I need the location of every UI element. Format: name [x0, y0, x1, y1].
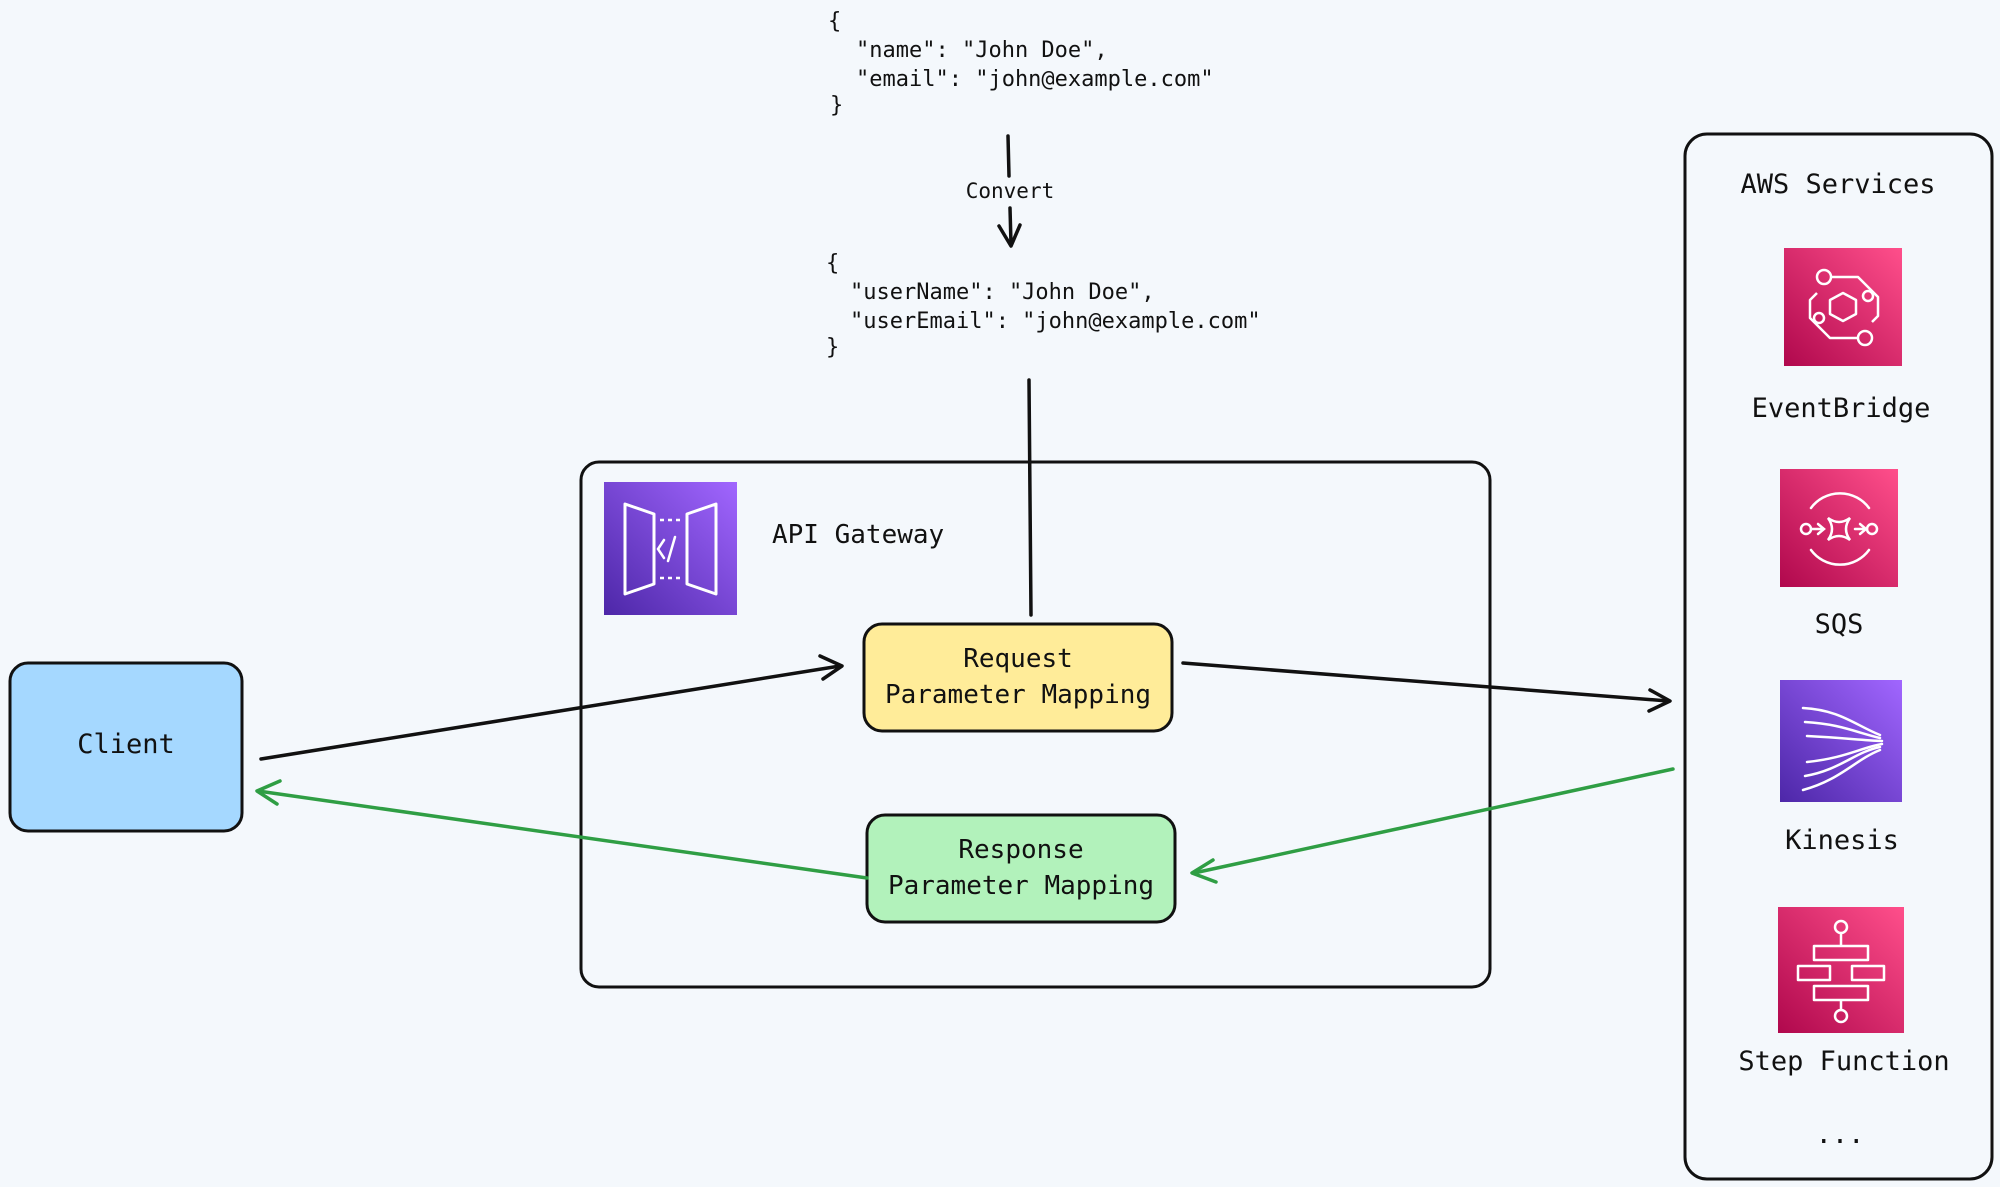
- eventbridge-icon: [1784, 248, 1902, 366]
- step-function-icon: [1778, 907, 1904, 1033]
- step-function-label: Step Function: [1738, 1046, 1949, 1077]
- api-gateway-container: API Gateway: [579, 460, 1492, 989]
- response-mapping-line2: Parameter Mapping: [888, 871, 1154, 901]
- response-mapping-node: Response Parameter Mapping: [865, 813, 1177, 924]
- convert-label: Convert: [966, 179, 1055, 203]
- aws-services-title: AWS Services: [1740, 169, 1935, 200]
- api-gateway-label: API Gateway: [772, 520, 944, 550]
- json-after-block: { "userName": "John Doe", "userEmail": "…: [826, 251, 1261, 360]
- request-mapping-line2: Parameter Mapping: [885, 680, 1151, 710]
- response-mapping-line1: Response: [958, 835, 1083, 865]
- aws-to-response-arrow: [1190, 767, 1675, 884]
- kinesis-icon: [1780, 680, 1902, 802]
- request-mapping-line1: Request: [963, 644, 1073, 674]
- aws-services-ellipsis: ...: [1816, 1119, 1865, 1150]
- client-node: Client: [8, 661, 244, 833]
- request-mapping-node: Request Parameter Mapping: [862, 622, 1174, 733]
- client-label: Client: [77, 729, 175, 760]
- kinesis-label: Kinesis: [1785, 825, 1899, 856]
- json-before-line2: "email": "john@example.com": [856, 67, 1214, 92]
- sqs-label: SQS: [1815, 609, 1864, 640]
- client-to-request-arrow: [259, 654, 844, 761]
- json-before-line1: "name": "John Doe",: [856, 38, 1108, 63]
- convert-arrow: Convert: [966, 134, 1055, 248]
- json-after-open: {: [826, 251, 839, 276]
- json-after-line2: "userEmail": "john@example.com": [850, 309, 1261, 334]
- aws-services-container: AWS Services EventBridge: [1683, 132, 1994, 1181]
- api-gateway-icon: [604, 482, 737, 615]
- response-to-client-arrow: [255, 779, 869, 880]
- json-to-request-connector: [1027, 378, 1033, 617]
- json-before-open: {: [828, 9, 841, 34]
- eventbridge-label: EventBridge: [1752, 393, 1931, 424]
- sqs-icon: [1780, 469, 1898, 587]
- json-after-line1: "userName": "John Doe",: [850, 280, 1155, 305]
- request-to-aws-arrow: [1181, 661, 1672, 713]
- json-after-close: }: [826, 335, 839, 360]
- json-before-block: { "name": "John Doe", "email": "john@exa…: [828, 9, 1214, 118]
- json-before-close: }: [830, 93, 843, 118]
